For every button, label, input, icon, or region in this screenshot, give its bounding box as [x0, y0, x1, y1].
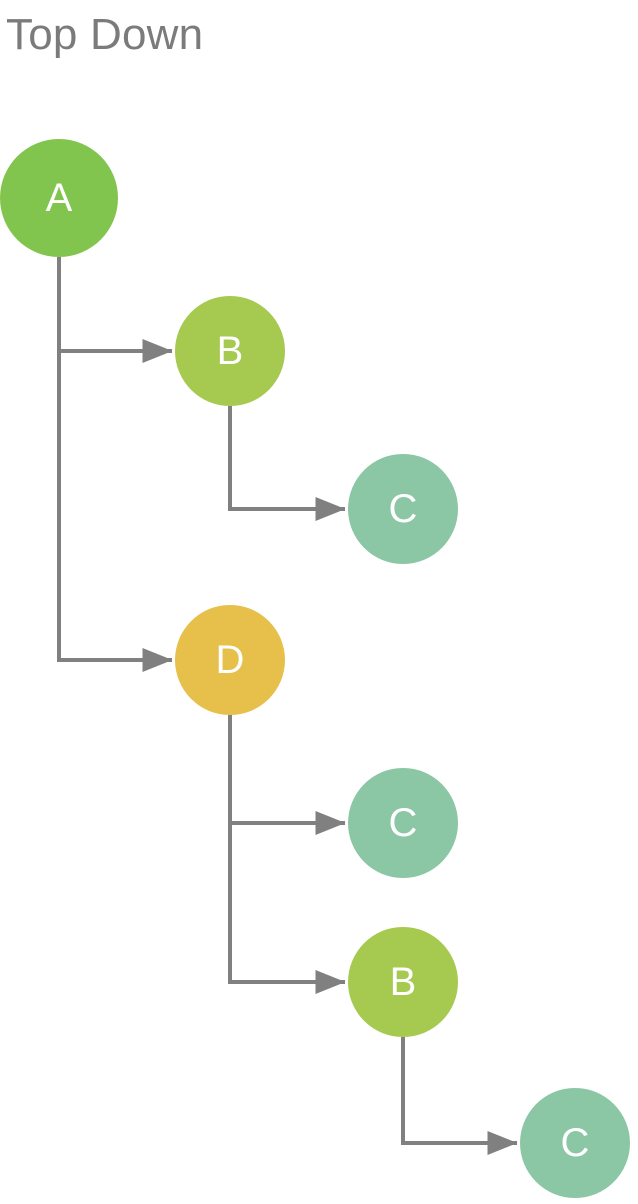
- node-n6[interactable]: B: [348, 927, 458, 1037]
- node-n3[interactable]: C: [348, 454, 458, 564]
- node-label: C: [560, 1121, 590, 1165]
- edge-a-to-b: [57, 257, 173, 363]
- edge-b-to-c: [401, 1037, 518, 1155]
- edge-a-to-d: [57, 257, 173, 672]
- node-label: B: [389, 960, 417, 1004]
- node-label: B: [216, 329, 244, 373]
- diagram-title: Top Down: [6, 10, 204, 59]
- edge-d-to-b: [228, 715, 346, 994]
- edges-group: [57, 257, 518, 1155]
- node-n7[interactable]: C: [520, 1088, 630, 1198]
- node-label: C: [388, 487, 418, 531]
- node-label: C: [388, 801, 418, 845]
- node-n5[interactable]: C: [348, 768, 458, 878]
- node-n2[interactable]: B: [175, 296, 285, 406]
- edge-d-to-c: [228, 715, 346, 835]
- edge-b-to-c: [228, 406, 346, 521]
- node-label: D: [215, 638, 245, 682]
- node-label: A: [45, 176, 73, 220]
- node-n4[interactable]: D: [175, 605, 285, 715]
- node-n1[interactable]: A: [0, 139, 118, 257]
